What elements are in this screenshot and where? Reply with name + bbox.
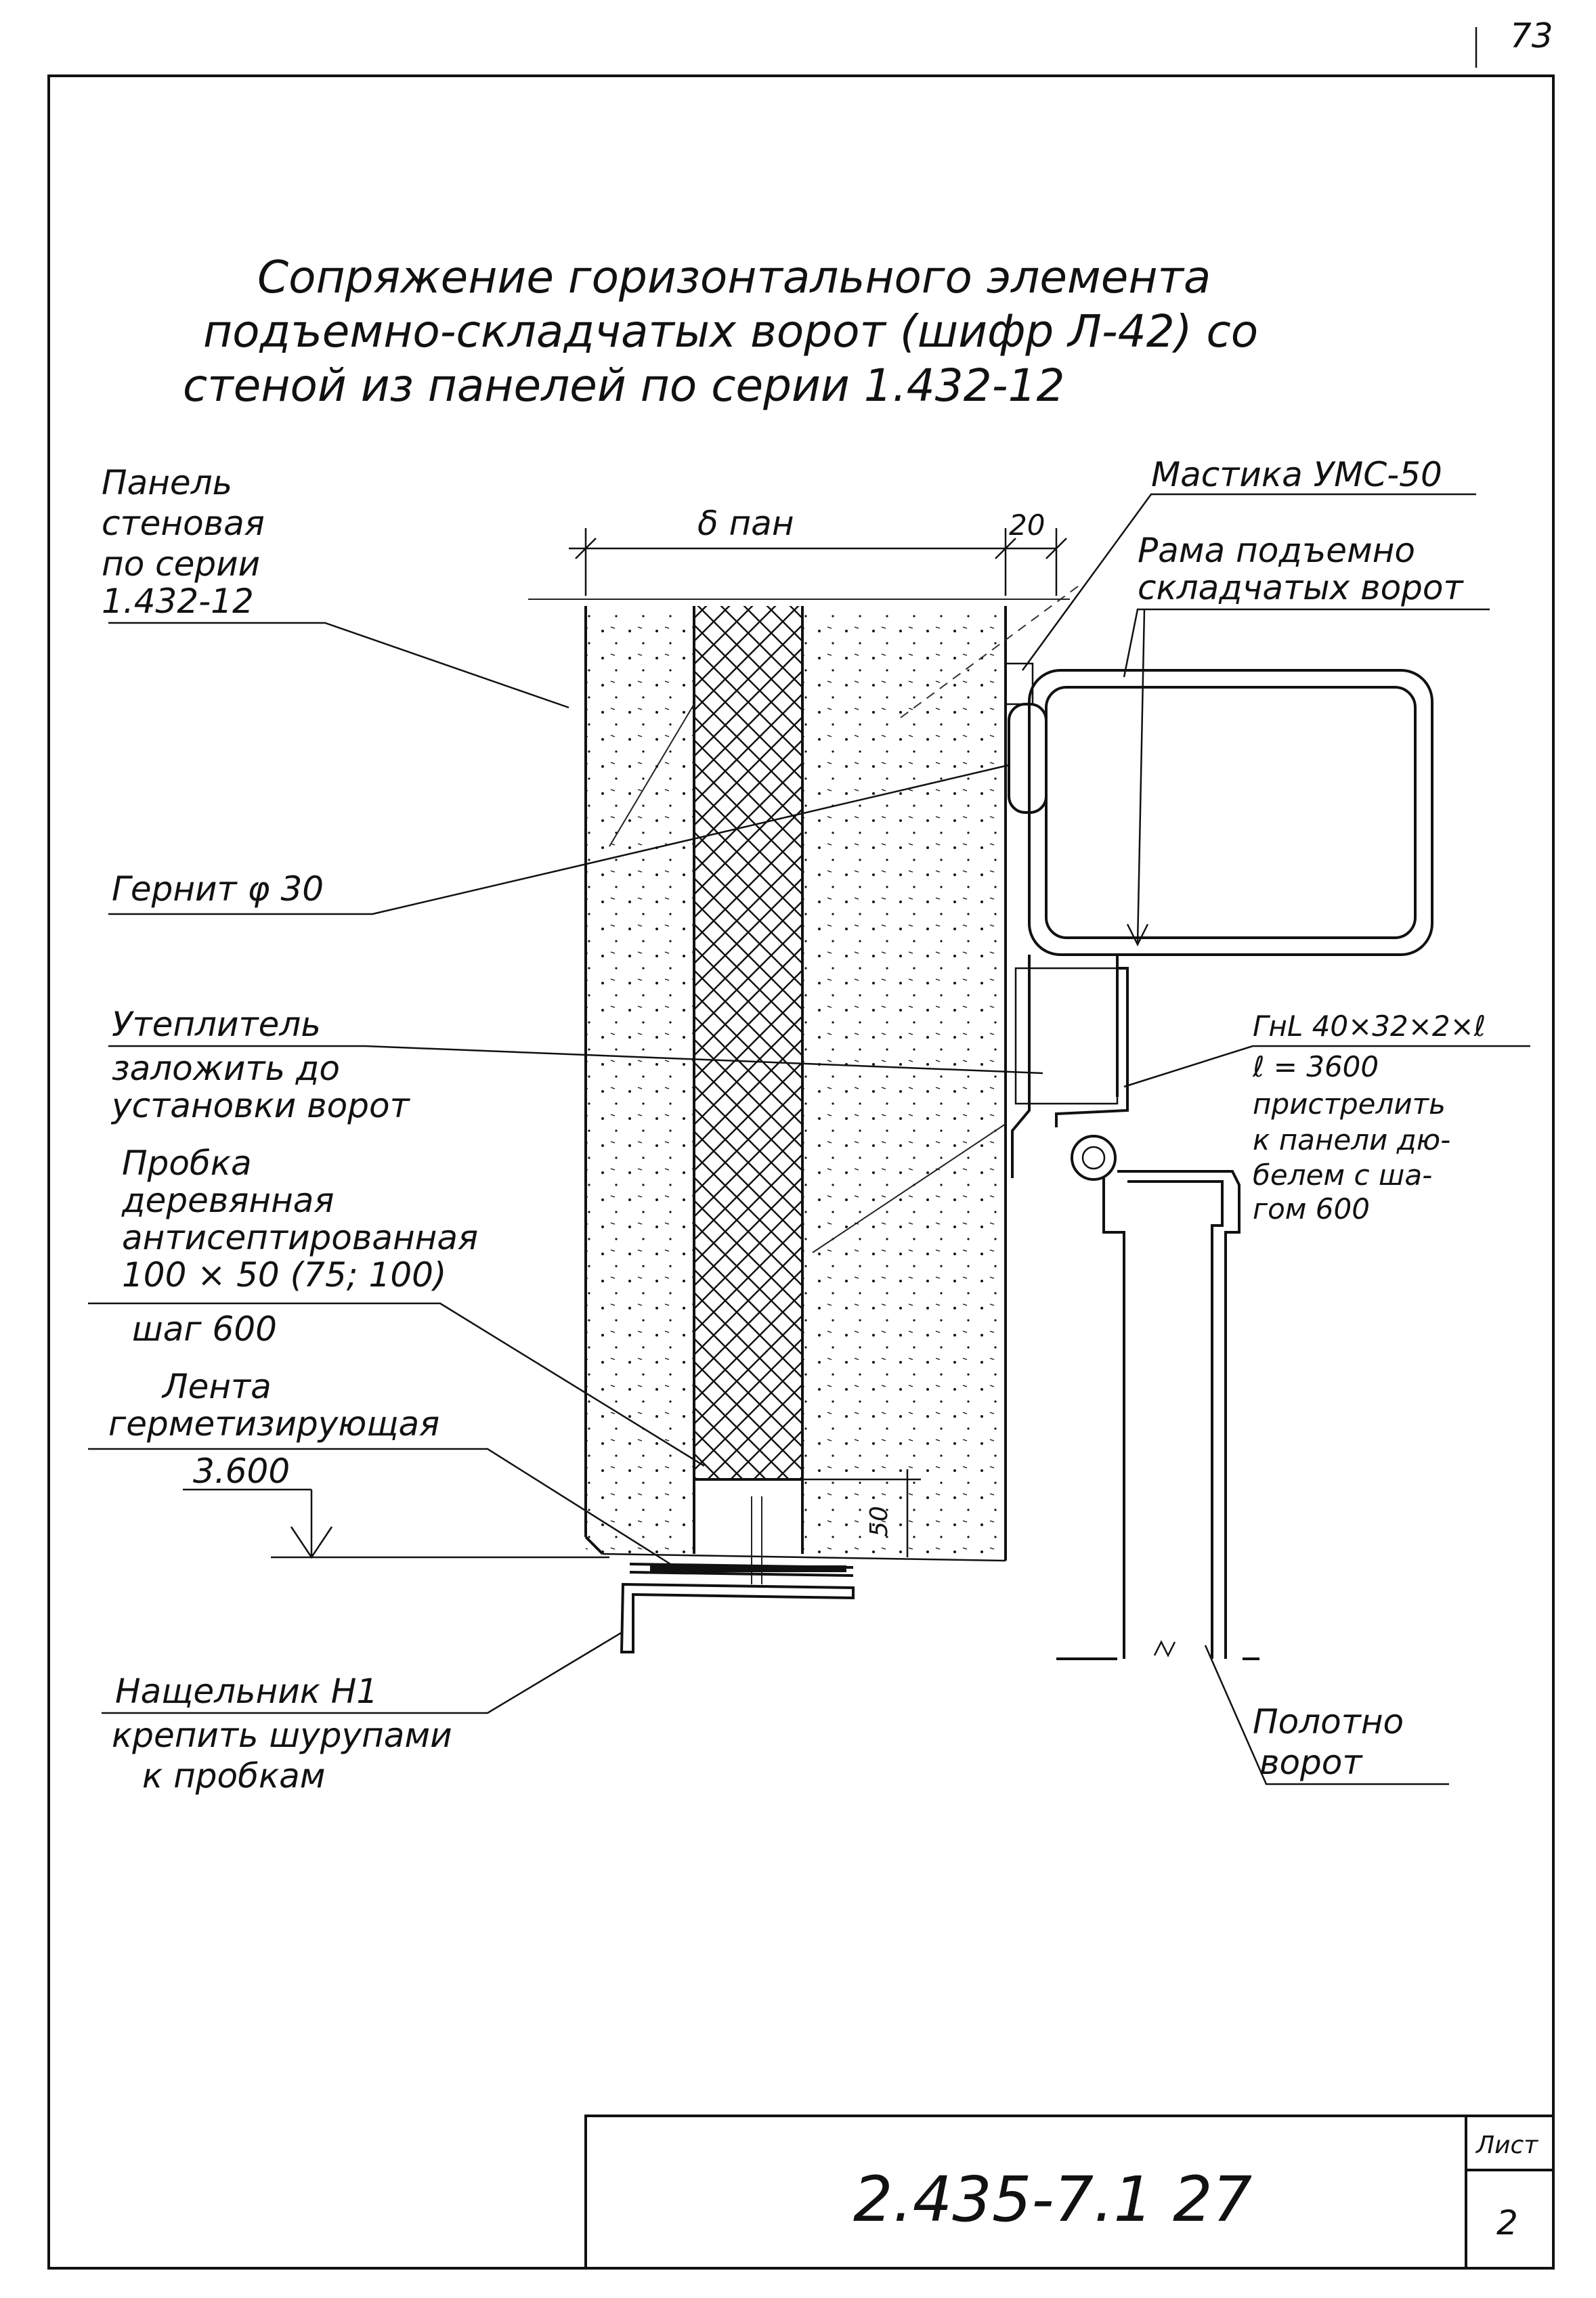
svg-text:гом 600: гом 600 bbox=[1253, 1192, 1370, 1226]
title-block: 2.435-7.1 27 Лист 2 bbox=[584, 2115, 1555, 2270]
svg-text:к панели дю-: к панели дю- bbox=[1253, 1123, 1450, 1156]
callout-leaf: Полотно ворот bbox=[1204, 1645, 1449, 1785]
callout-gernit: Гернит φ 30 bbox=[108, 764, 1010, 915]
gate-hinge bbox=[1071, 1135, 1117, 1181]
drawing-code: 2.435-7.1 27 bbox=[853, 2163, 1252, 2236]
sealing-tape bbox=[650, 1565, 846, 1572]
svg-text:шаг 600: шаг 600 bbox=[132, 1309, 277, 1349]
svg-text:к пробкам: к пробкам bbox=[142, 1756, 326, 1796]
svg-text:Гернит φ 30: Гернит φ 30 bbox=[112, 869, 324, 909]
svg-text:установки ворот: установки ворот bbox=[110, 1086, 411, 1125]
title-line-1: Сопряжение горизонтального элемента bbox=[257, 251, 1211, 303]
svg-text:100 × 50 (75; 100): 100 × 50 (75; 100) bbox=[122, 1255, 446, 1295]
level-mark: 3.600 bbox=[183, 1452, 609, 1559]
trim-h1 bbox=[620, 1563, 855, 1653]
svg-text:по серии: по серии bbox=[102, 544, 260, 584]
dim-gap: 20 bbox=[1009, 508, 1045, 542]
concrete-layer-outer bbox=[586, 606, 694, 1554]
svg-text:Лента: Лента bbox=[161, 1367, 272, 1406]
callout-tape: Лента герметизирующая bbox=[88, 1367, 671, 1565]
svg-text:пристрелить: пристрелить bbox=[1253, 1087, 1446, 1121]
dim-panel-thickness: δ пан bbox=[697, 504, 794, 543]
page-number: 73 bbox=[1510, 16, 1553, 56]
elevation-value: 3.600 bbox=[193, 1452, 290, 1491]
callout-insulation: Утеплитель заложить до установки ворот bbox=[108, 1005, 1043, 1125]
svg-text:Мастика УМС-50: Мастика УМС-50 bbox=[1151, 455, 1442, 494]
insulation-core bbox=[694, 606, 802, 1479]
svg-text:деревянная: деревянная bbox=[121, 1181, 334, 1220]
sheet-number: 2 bbox=[1496, 2203, 1518, 2242]
svg-text:ГнL 40×32×2×ℓ: ГнL 40×32×2×ℓ bbox=[1253, 1010, 1486, 1043]
svg-text:заложить до: заложить до bbox=[112, 1049, 340, 1088]
svg-text:крепить шурупами: крепить шурупами bbox=[112, 1716, 452, 1755]
svg-text:герметизирующая: герметизирующая bbox=[108, 1404, 439, 1444]
gate-frame bbox=[1004, 662, 1433, 1181]
callout-plug: Пробка деревянная антисептированная 100 … bbox=[88, 1144, 705, 1467]
svg-text:Пробка: Пробка bbox=[122, 1144, 252, 1183]
angle-insulation bbox=[1014, 967, 1119, 1105]
title-line-3: стеной из панелей по серии 1.432-12 bbox=[183, 360, 1065, 412]
svg-text:антисептированная: антисептированная bbox=[122, 1218, 478, 1257]
dimension-panel: δ пан 20 bbox=[528, 504, 1070, 600]
svg-text:стеновая: стеновая bbox=[102, 504, 265, 543]
callout-angle: ГнL 40×32×2×ℓ ℓ = 3600 пристрелить к пан… bbox=[1123, 1010, 1530, 1226]
callout-frame: Рама подъемно складчатых ворот bbox=[1123, 531, 1490, 947]
svg-text:белем с ша-: белем с ша- bbox=[1253, 1158, 1432, 1192]
callout-panel: Панель стеновая по серии 1.432-12 bbox=[102, 463, 569, 709]
sheet-label: Лист bbox=[1475, 2131, 1538, 2159]
svg-text:Нащельник Н1: Нащельник Н1 bbox=[115, 1672, 378, 1711]
concrete-layer-inner bbox=[802, 606, 1006, 1554]
wall-panel bbox=[584, 582, 1084, 1584]
dimension-insert: 50 bbox=[802, 1469, 921, 1557]
svg-text:ворот: ворот bbox=[1259, 1743, 1363, 1782]
svg-text:Полотно: Полотно bbox=[1253, 1702, 1404, 1741]
gate-leaf bbox=[1056, 1170, 1259, 1660]
svg-text:Рама подъемно: Рама подъемно bbox=[1138, 531, 1415, 570]
title-line-2: подъемно-складчатых ворот (шифр Л-42) со bbox=[203, 305, 1258, 357]
callout-mastic: Мастика УМС-50 bbox=[1021, 455, 1476, 671]
svg-text:складчатых ворот: складчатых ворот bbox=[1138, 568, 1465, 607]
svg-text:ℓ = 3600: ℓ = 3600 bbox=[1252, 1050, 1379, 1083]
svg-text:1.432-12: 1.432-12 bbox=[102, 582, 254, 621]
svg-text:Утеплитель: Утеплитель bbox=[112, 1005, 321, 1044]
wooden-plug bbox=[694, 1479, 802, 1554]
gernit-seal bbox=[1008, 703, 1048, 814]
svg-text:Панель: Панель bbox=[102, 463, 232, 502]
callout-trim: Нащельник Н1 крепить шурупами к пробкам bbox=[102, 1630, 624, 1796]
dim-insert-offset: 50 bbox=[865, 1506, 893, 1537]
